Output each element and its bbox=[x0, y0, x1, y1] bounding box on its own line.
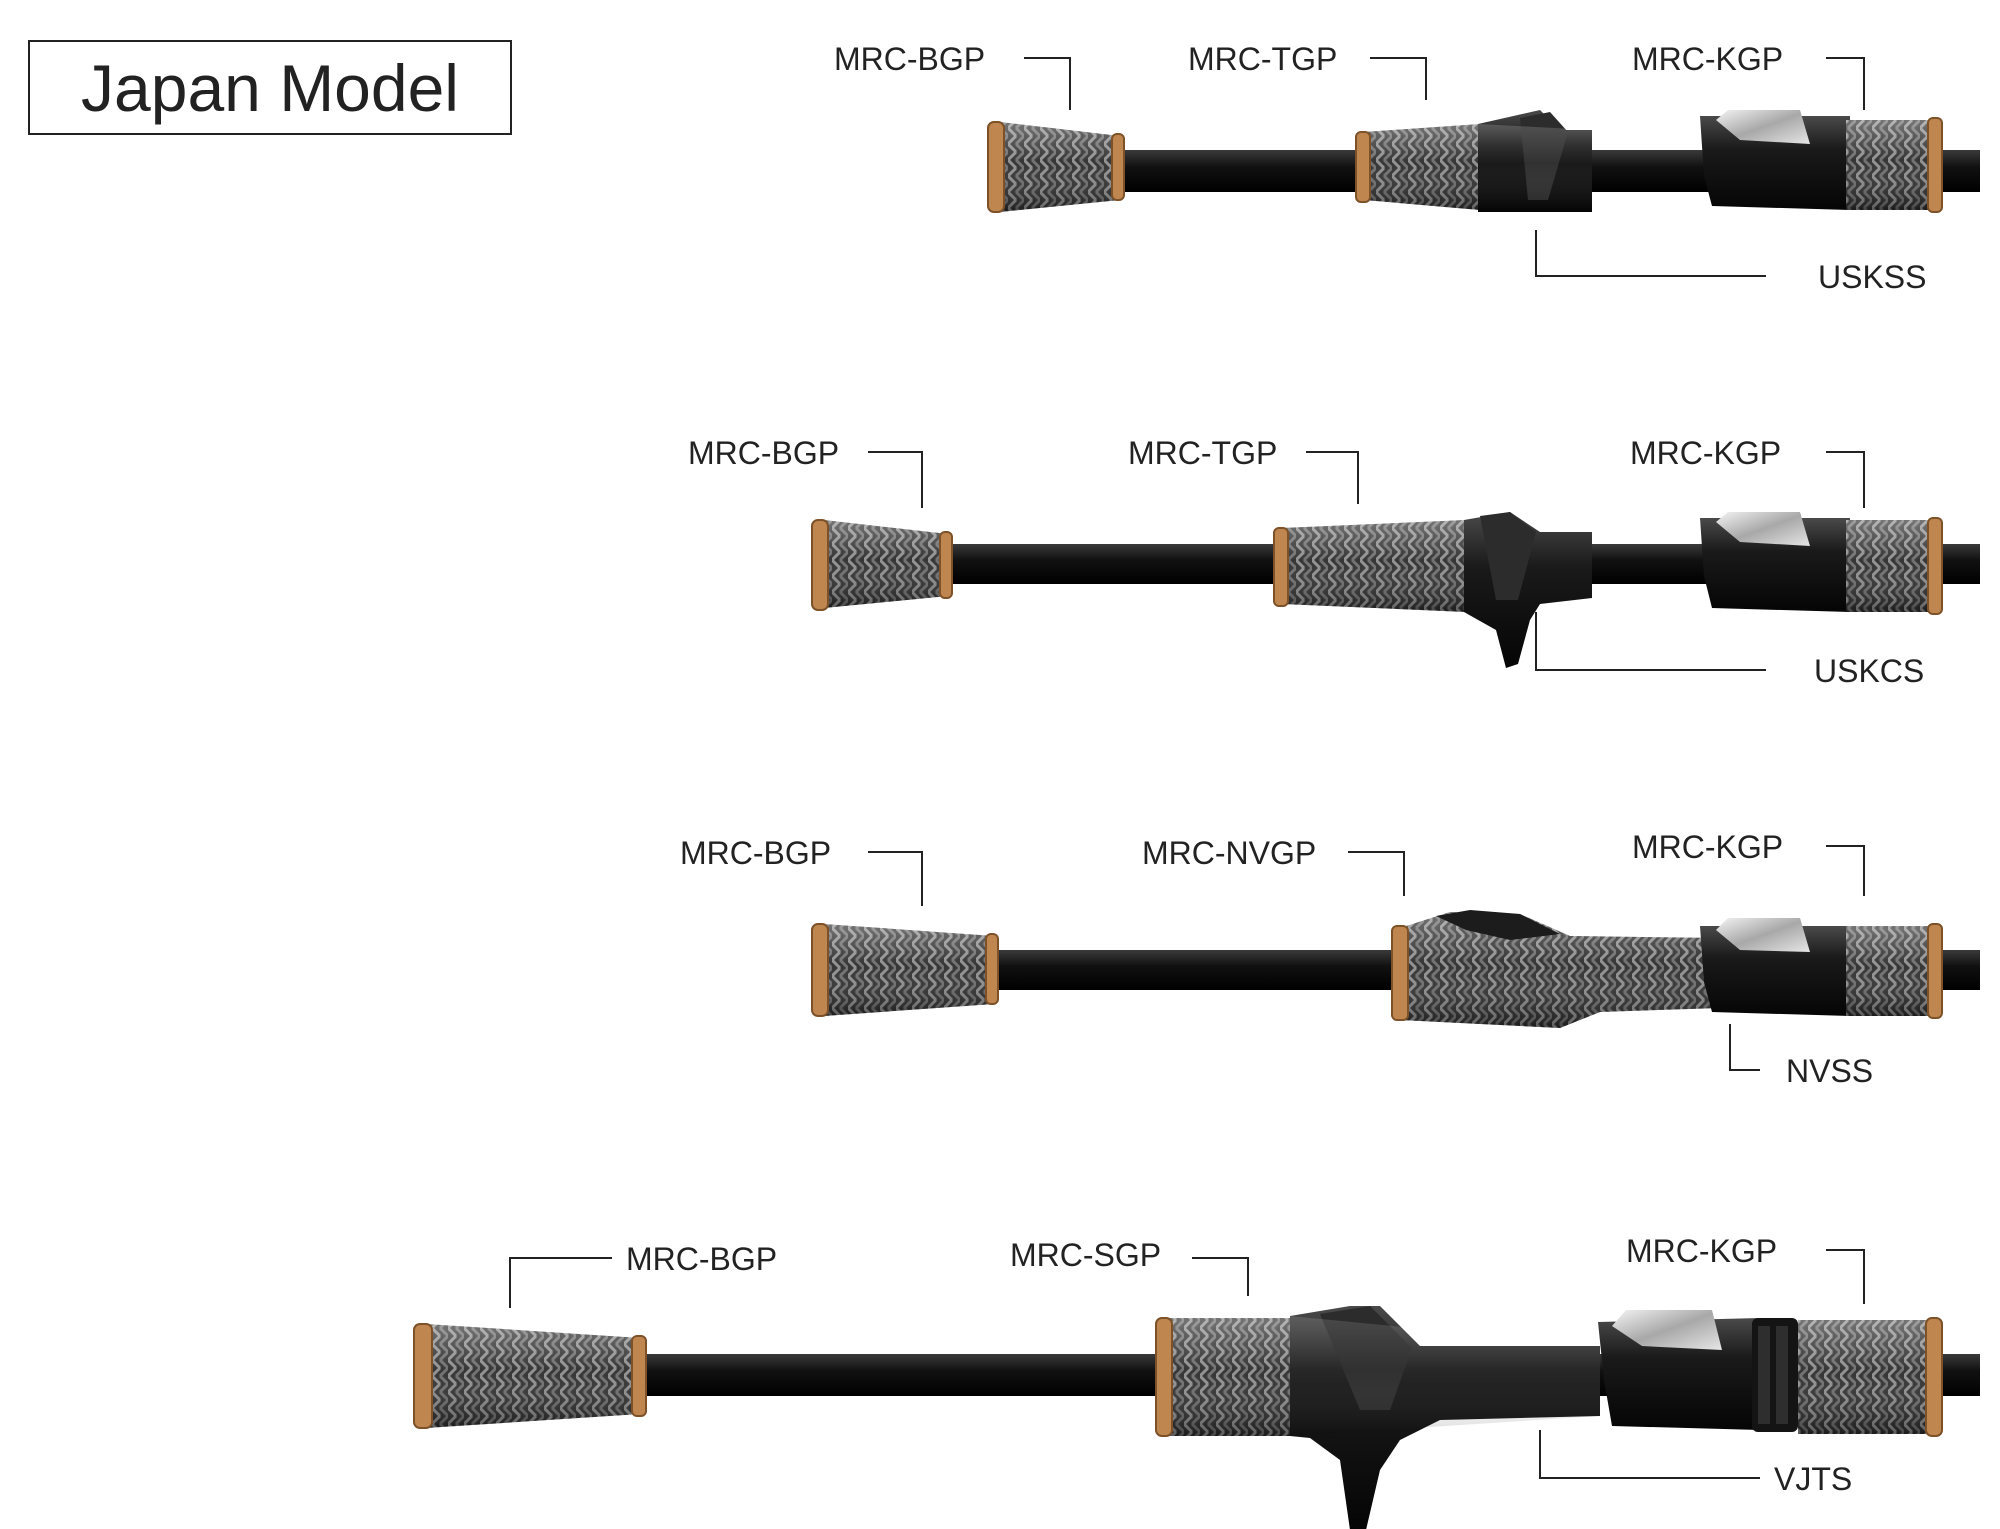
label-reel-seat: NVSS bbox=[1786, 1053, 1873, 1089]
butt-grip bbox=[987, 121, 1125, 213]
cork-ring bbox=[1927, 117, 1943, 213]
cork-ring bbox=[811, 519, 829, 611]
leader-line bbox=[1192, 1257, 1249, 1296]
label-end-grip: MRC-KGP bbox=[1632, 829, 1783, 865]
cork-ring bbox=[1111, 133, 1125, 201]
end-grip bbox=[1846, 517, 1943, 615]
cork-ring bbox=[811, 923, 829, 1017]
cork-ring bbox=[1155, 1317, 1173, 1437]
end-grip bbox=[1798, 1317, 1943, 1437]
butt-grip bbox=[811, 519, 953, 611]
cork-ring bbox=[1273, 527, 1289, 607]
end-grip bbox=[1846, 923, 1943, 1019]
part-labels: MRC-BGP MRC-TGP MRC-KGP USKSS MRC-BGP MR… bbox=[626, 41, 1926, 1497]
cork-ring bbox=[1355, 131, 1371, 203]
hood bbox=[1700, 918, 1850, 1016]
lock-nut bbox=[1752, 1318, 1798, 1432]
leader-line bbox=[1306, 451, 1359, 504]
reel-seat bbox=[1290, 1306, 1600, 1529]
leader-line bbox=[1826, 845, 1865, 896]
cork-ring bbox=[985, 933, 999, 1005]
leader-line bbox=[1348, 851, 1405, 896]
cork-ring bbox=[1391, 925, 1409, 1021]
fore-grip bbox=[1155, 1317, 1292, 1437]
fore-grip bbox=[1391, 910, 1720, 1028]
end-grip bbox=[1846, 117, 1943, 213]
leader-line bbox=[1826, 1249, 1865, 1304]
cork-ring bbox=[1925, 1317, 1943, 1437]
fore-grip bbox=[1273, 520, 1466, 612]
leader-line bbox=[509, 1257, 612, 1308]
label-fore-grip: MRC-TGP bbox=[1128, 435, 1277, 471]
leader-line bbox=[868, 851, 923, 906]
butt-grip bbox=[811, 923, 999, 1017]
cork-ring bbox=[987, 121, 1005, 213]
assembly-row-3 bbox=[811, 910, 1980, 1028]
label-end-grip: MRC-KGP bbox=[1632, 41, 1783, 77]
label-fore-grip: MRC-NVGP bbox=[1142, 835, 1316, 871]
leader-line bbox=[868, 451, 923, 508]
fore-grip bbox=[1355, 124, 1480, 210]
leader-lines bbox=[509, 57, 1865, 1479]
label-reel-seat: VJTS bbox=[1774, 1461, 1852, 1497]
label-fore-grip: MRC-SGP bbox=[1010, 1237, 1161, 1273]
assembly-row-4 bbox=[413, 1306, 1980, 1529]
butt-grip bbox=[413, 1323, 647, 1429]
label-butt-grip: MRC-BGP bbox=[834, 41, 985, 77]
leader-line bbox=[1826, 57, 1865, 110]
leader-line bbox=[1535, 612, 1766, 671]
label-reel-seat: USKSS bbox=[1818, 259, 1926, 295]
label-reel-seat: USKCS bbox=[1814, 653, 1924, 689]
reel-seat bbox=[1478, 110, 1592, 212]
label-end-grip: MRC-KGP bbox=[1630, 435, 1781, 471]
hood bbox=[1700, 110, 1850, 210]
label-butt-grip: MRC-BGP bbox=[680, 835, 831, 871]
label-butt-grip: MRC-BGP bbox=[626, 1241, 777, 1277]
label-butt-grip: MRC-BGP bbox=[688, 435, 839, 471]
cork-ring bbox=[939, 531, 953, 599]
leader-line bbox=[1539, 1430, 1760, 1479]
leader-line bbox=[1535, 230, 1766, 277]
leader-line bbox=[1826, 451, 1865, 508]
label-fore-grip: MRC-TGP bbox=[1188, 41, 1337, 77]
cork-ring bbox=[1927, 923, 1943, 1019]
page-title: Japan Model bbox=[28, 40, 512, 135]
leader-line bbox=[1729, 1024, 1760, 1071]
hood bbox=[1598, 1310, 1798, 1432]
cork-ring bbox=[413, 1323, 433, 1429]
reel-seat bbox=[1464, 512, 1592, 668]
cork-ring bbox=[631, 1335, 647, 1417]
cork-ring bbox=[1927, 517, 1943, 615]
label-end-grip: MRC-KGP bbox=[1626, 1233, 1777, 1269]
leader-line bbox=[1024, 57, 1071, 110]
assembly-row-2 bbox=[811, 512, 1980, 668]
assembly-row-1 bbox=[987, 110, 1980, 213]
leader-line bbox=[1370, 57, 1427, 100]
hood bbox=[1700, 512, 1850, 612]
